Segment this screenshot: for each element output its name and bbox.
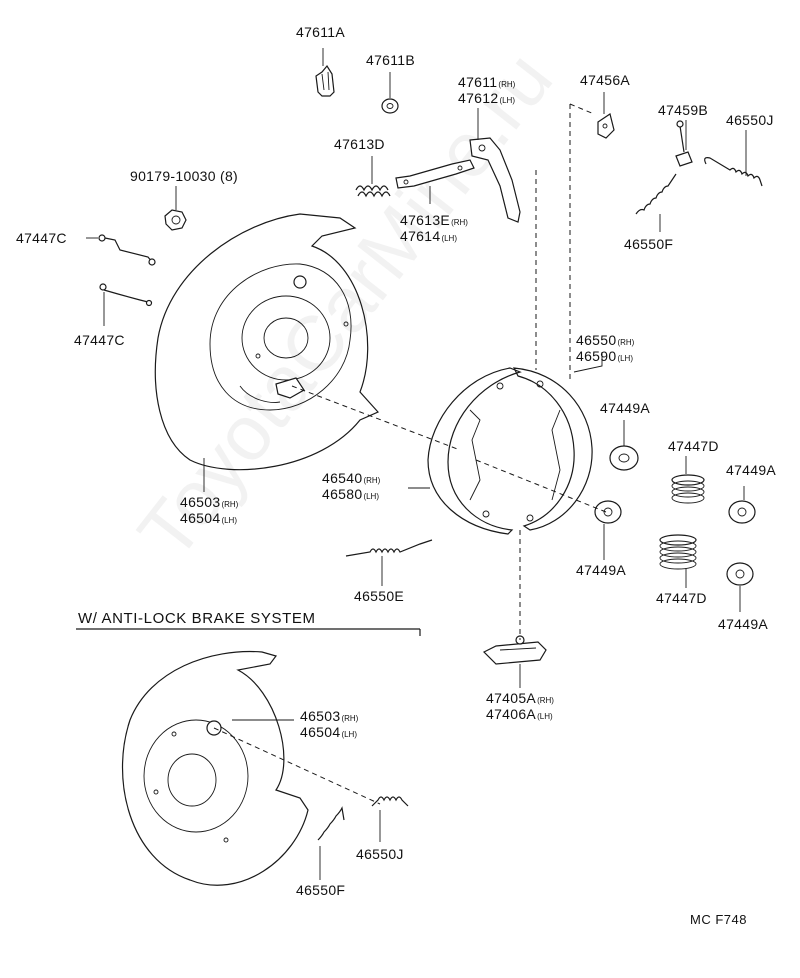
label-46503-abs: 46503(RH) <box>300 708 359 724</box>
backing-plate-abs <box>121 650 309 886</box>
brake-shoe-assembly <box>427 367 593 535</box>
cable-47447c-upper <box>98 234 156 266</box>
label-46504-main: 46504(LH) <box>180 510 237 526</box>
label-47447c-lower: 47447C <box>74 332 125 348</box>
label-46503-main: 46503(RH) <box>180 494 239 510</box>
backing-plate-main <box>154 213 379 471</box>
label-46550e: 46550E <box>354 588 405 604</box>
section-divider <box>76 628 421 636</box>
spring-46550f-upper <box>635 173 677 215</box>
label-47447d-2: 47447D <box>656 590 707 606</box>
label-47612: 47612(LH) <box>458 90 515 106</box>
section-title-abs: W/ ANTI-LOCK BRAKE SYSTEM <box>78 610 316 627</box>
label-47449a-4: 47449A <box>718 616 769 632</box>
label-47611b: 47611B <box>366 52 416 68</box>
label-46550f-lower: 46550F <box>296 882 346 898</box>
label-47613e: 47613E(RH) <box>400 212 468 228</box>
label-47447c-upper: 47447C <box>16 230 67 246</box>
label-47449a-3: 47449A <box>576 562 627 578</box>
label-47449a-2: 47449A <box>726 462 777 478</box>
label-46540: 46540(RH) <box>322 470 381 486</box>
washer-47449a-3 <box>594 500 622 524</box>
label-47614: 47614(LH) <box>400 228 457 244</box>
pin-47459b <box>675 120 693 167</box>
label-90179: 90179-10030 (8) <box>130 168 239 184</box>
clip-47456a <box>597 113 615 139</box>
label-47459b: 47459B <box>658 102 709 118</box>
label-47611a: 47611A <box>296 24 346 40</box>
label-47611: 47611(RH) <box>458 74 516 90</box>
nut-90179 <box>164 209 187 231</box>
label-47406a: 47406A(LH) <box>486 706 553 722</box>
label-47405a: 47405A(RH) <box>486 690 554 706</box>
washer-47449a-1 <box>609 445 639 471</box>
figure-code: MC F748 <box>690 912 747 927</box>
guide-lines <box>213 103 607 805</box>
washer-47611b <box>381 98 399 114</box>
washer-47449a-2 <box>728 500 756 524</box>
spring-46550e <box>345 539 433 557</box>
label-46550: 46550(RH) <box>576 332 635 348</box>
spring-47447d-2 <box>659 534 697 570</box>
label-47449a-1: 47449A <box>600 400 651 416</box>
washer-47449a-4 <box>726 562 754 586</box>
label-47613d: 47613D <box>334 136 385 152</box>
label-46580: 46580(LH) <box>322 486 379 502</box>
label-46590: 46590(LH) <box>576 348 633 364</box>
spring-47613d <box>355 185 391 198</box>
spring-47447d-1 <box>671 474 705 504</box>
lever-47611 <box>469 137 521 223</box>
label-46550j-lower: 46550J <box>356 846 404 862</box>
spring-46550j-upper <box>704 157 763 187</box>
leader-lines <box>86 48 747 880</box>
spring-46550f-lower <box>317 806 345 841</box>
wheel-cylinder-47405a <box>482 635 547 665</box>
label-47456a: 47456A <box>580 72 631 88</box>
strut-47613e <box>395 159 475 189</box>
label-46550j-upper: 46550J <box>726 112 774 128</box>
pin-47447c-lower <box>99 283 153 307</box>
label-47447d-1: 47447D <box>668 438 719 454</box>
label-46550f-upper: 46550F <box>624 236 674 252</box>
spring-46550j-lower <box>371 796 409 807</box>
clip-47611a <box>315 64 335 97</box>
label-46504-abs: 46504(LH) <box>300 724 357 740</box>
